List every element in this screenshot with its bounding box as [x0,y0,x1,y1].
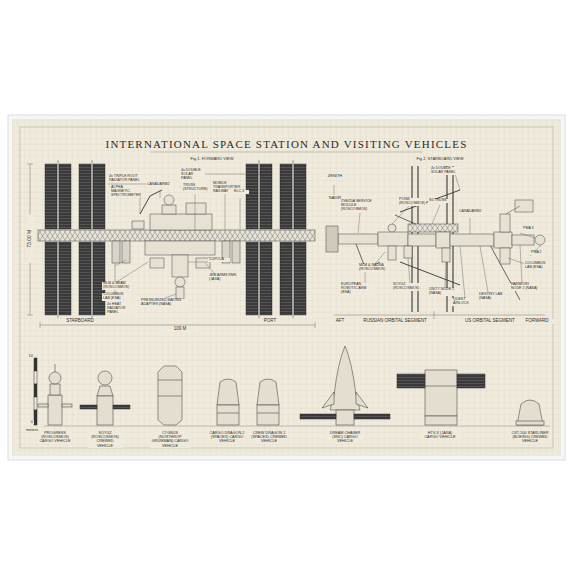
callout-label: Fig 2. STARBOARD VIEW [410,157,470,161]
callout-label: PMA 2 [530,251,544,255]
callout-label: CANADARM2 [458,210,486,214]
callout-label: POISK (ROSCOSMOS) [398,198,426,206]
callout-label: TRUSS (STRUCTURE) [182,184,208,192]
callout-label: ZENITH [324,174,346,178]
callout-label: MLM & BEAM (ROSCOSMOS) [102,282,132,290]
callout-label: MLM & NAUKA (ROSCOSMOS) [358,264,390,272]
callout-label: 4x DOUBLE SOLAR PANEL [430,167,458,175]
callout-label: JEM ARMS RMS (JAXA) [208,274,242,282]
poster-title: INTERNATIONAL SPACE STATION AND VISITING… [0,138,573,150]
callout-label: PORT [255,319,285,324]
callout-label: RUSSIAN ORBITAL SEGMENT [360,319,430,324]
scale-label: 10 [24,354,34,358]
vehicle-label: DREAM CHASER (SNC) CARGO VEHICLE [325,431,365,444]
callout-label: Fig 1. FORWARD VIEW [182,157,242,161]
callout-label: 4x DOUBLE SOLAR PANEL [180,169,205,181]
callout-label: CANADARM2 [146,183,174,187]
callout-label: AFT [330,319,350,324]
callout-label: FORWARD [520,319,554,324]
callout-label: COLUMBUS LAB (ESA) [102,293,132,301]
callout-label: ZVEZDA SERVICE MODULE (ROSCOSMOS) [340,200,380,212]
callout-label: ALPHA MAGNETIC SPECTROMETER [110,186,140,198]
callout-label: PRESSURIZED MATING ADAPTER (NASA) [140,299,188,307]
callout-label: S0 TRUSS [428,199,450,203]
callout-label: UNITY NODE 1 (NASA) [428,288,458,296]
callout-label: COLUMBUS LAB (ESA) [524,262,552,270]
vehicle-label: HTV-X (JAXA) CARGO VEHICLE [420,431,460,439]
callout-label: ELC 3 [233,190,249,194]
callout-label: CUPOLA [208,258,230,262]
callout-label: SOYUZ (ROSCOSMOS) [392,283,420,291]
callout-label: 73.00 M [27,215,33,263]
callout-label: STARBOARD [60,319,100,324]
vehicle-label: PROGRESS (ROSCOSMOS) CARGO VEHICLE [38,431,72,444]
vehicle-label: CST-100 STARLINER (BOEING) CREWED VEHICL… [508,431,552,444]
callout-label: 109 M [160,327,200,332]
callout-label: HARMONY NODE 2 (NASA) [510,283,540,291]
callout-label: DESTINY LAB (NASA) [478,293,504,301]
vehicle-label: SOYUZ (ROSCOSMOS) CREWED VEHICLE [88,431,122,448]
callout-label: EUROPEAN ROBOTIC ARM (ESA) [340,283,376,295]
callout-label: 4x TRIPLE ROOT RADIATOR PANEL [108,175,148,183]
vehicle-label: CYGNUS (NORTHROP GRUMMAN) CARGO VEHICLE [150,431,190,448]
scale-label: 0 [24,420,34,424]
callout-label: 4x HEAT RADIATOR PANEL [106,303,138,315]
vehicle-label: CREW DRAGON 2 (SPACEX) CREWED VEHICLE [250,431,288,444]
callout-label: PMA 3 [522,227,536,231]
callout-label: QUEST AIRLOCK [452,298,478,306]
vehicle-label: CARGO DRAGON 2 (SPACEX) CARGO VEHICLE [208,431,246,444]
callout-label: US ORBITAL SEGMENT [460,319,520,324]
